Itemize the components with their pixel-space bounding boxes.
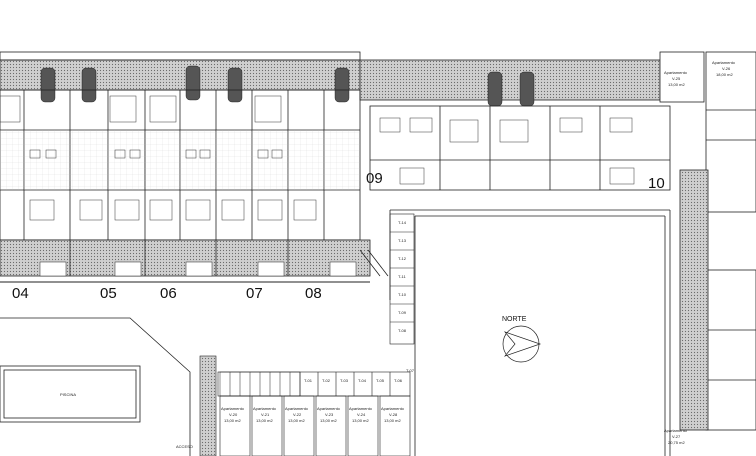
apartment-v28-area: 13,00 m2	[384, 418, 401, 423]
pool-label: PISCINA	[60, 392, 76, 397]
apartment-v27-code: V-27	[672, 434, 681, 439]
apartment-v21-code: V-21	[261, 412, 270, 417]
apartment-v20-code: V-20	[229, 412, 238, 417]
apartment-v22-code: V-22	[293, 412, 302, 417]
top-parking-strip	[0, 59, 361, 91]
apartment-v23-area: 13,00 m2	[320, 418, 337, 423]
corner-box-v25	[659, 51, 705, 103]
upper-parking	[389, 213, 415, 345]
parking-t10: T-10	[398, 292, 407, 297]
apartment-v25-area: 13,00 m2	[668, 82, 685, 87]
storage-bays	[219, 371, 301, 397]
apartment-v21-title: Apartamento	[253, 406, 277, 411]
terrace-ladders	[39, 261, 357, 277]
apartment-v23-code: V-23	[325, 412, 334, 417]
parking-t13: T-13	[398, 238, 407, 243]
top-parking-strip-right	[359, 59, 661, 101]
lower-parking-strip	[217, 371, 411, 397]
parking-t05: T-05	[376, 378, 385, 383]
unit-number-09: 09	[366, 170, 383, 187]
parking-t07: T-07	[406, 368, 415, 373]
terrace-dividers	[69, 240, 289, 276]
apartment-v26-code: V-26	[722, 66, 731, 71]
parking-t09: T-09	[398, 310, 407, 315]
unit-number-10: 10	[648, 175, 665, 192]
north-arrow-icon	[502, 325, 542, 363]
apartment-v20-area: 13,00 m2	[224, 418, 241, 423]
apartment-v26-area: 18,00 m2	[716, 72, 733, 77]
apartment-v21-area: 13,00 m2	[256, 418, 273, 423]
lower-parking-dividers	[299, 372, 391, 396]
apartment-v28-title: Apartamento	[381, 406, 405, 411]
apartment-v24-code: V-24	[357, 412, 366, 417]
apartment-boxes	[219, 395, 411, 456]
right-column	[705, 51, 756, 431]
right-hatched-strip	[679, 169, 709, 431]
cars	[40, 65, 535, 107]
unit-number-08: 08	[305, 285, 322, 302]
apartment-v20-title: Apartamento	[221, 406, 245, 411]
apartment-v23-title: Apartamento	[317, 406, 341, 411]
parking-t14: T-14	[398, 220, 407, 225]
apartment-v24-title: Apartamento	[349, 406, 373, 411]
apartment-v24-area: 13,00 m2	[352, 418, 369, 423]
upper-right-furniture	[379, 117, 635, 185]
unit-number-07: 07	[246, 285, 263, 302]
diagonal-wall	[359, 249, 381, 277]
apartment-v26-title: Apartamento	[712, 60, 736, 65]
apartment-v28-code: V-28	[389, 412, 398, 417]
apartment-v22-area: 13,00 m2	[288, 418, 305, 423]
apartment-v27-title: Apartamento	[664, 428, 688, 433]
unit-number-05: 05	[100, 285, 117, 302]
top-terrace-left	[0, 51, 361, 61]
block-grid	[0, 130, 360, 190]
apartment-v22-title: Apartamento	[285, 406, 309, 411]
parking-t04: T-04	[358, 378, 367, 383]
courtyard	[389, 209, 670, 456]
unit-number-06: 06	[160, 285, 177, 302]
pool-hatched-wall	[199, 355, 217, 456]
pool-area	[0, 317, 191, 456]
parking-t02: T-02	[322, 378, 331, 383]
upper-right-block	[369, 105, 671, 191]
furniture	[0, 95, 317, 221]
diagonal-wall-2	[367, 249, 389, 277]
unit-number-04: 04	[12, 285, 29, 302]
parking-t11: T-11	[398, 274, 406, 279]
parking-t03: T-03	[340, 378, 349, 383]
apartment-v27-area: 20,75 m2	[668, 440, 685, 445]
apartment-v25-title: Apartamento	[664, 70, 688, 75]
parking-t06: T-06	[394, 378, 403, 383]
north-label: NORTE	[502, 316, 527, 323]
access-label: ACCESO	[176, 444, 193, 449]
apartment-v25-code: V-25	[672, 76, 681, 81]
parking-t08: T-08	[398, 328, 407, 333]
parking-t01: T-01	[304, 378, 313, 383]
parking-t12: T-12	[398, 256, 407, 261]
